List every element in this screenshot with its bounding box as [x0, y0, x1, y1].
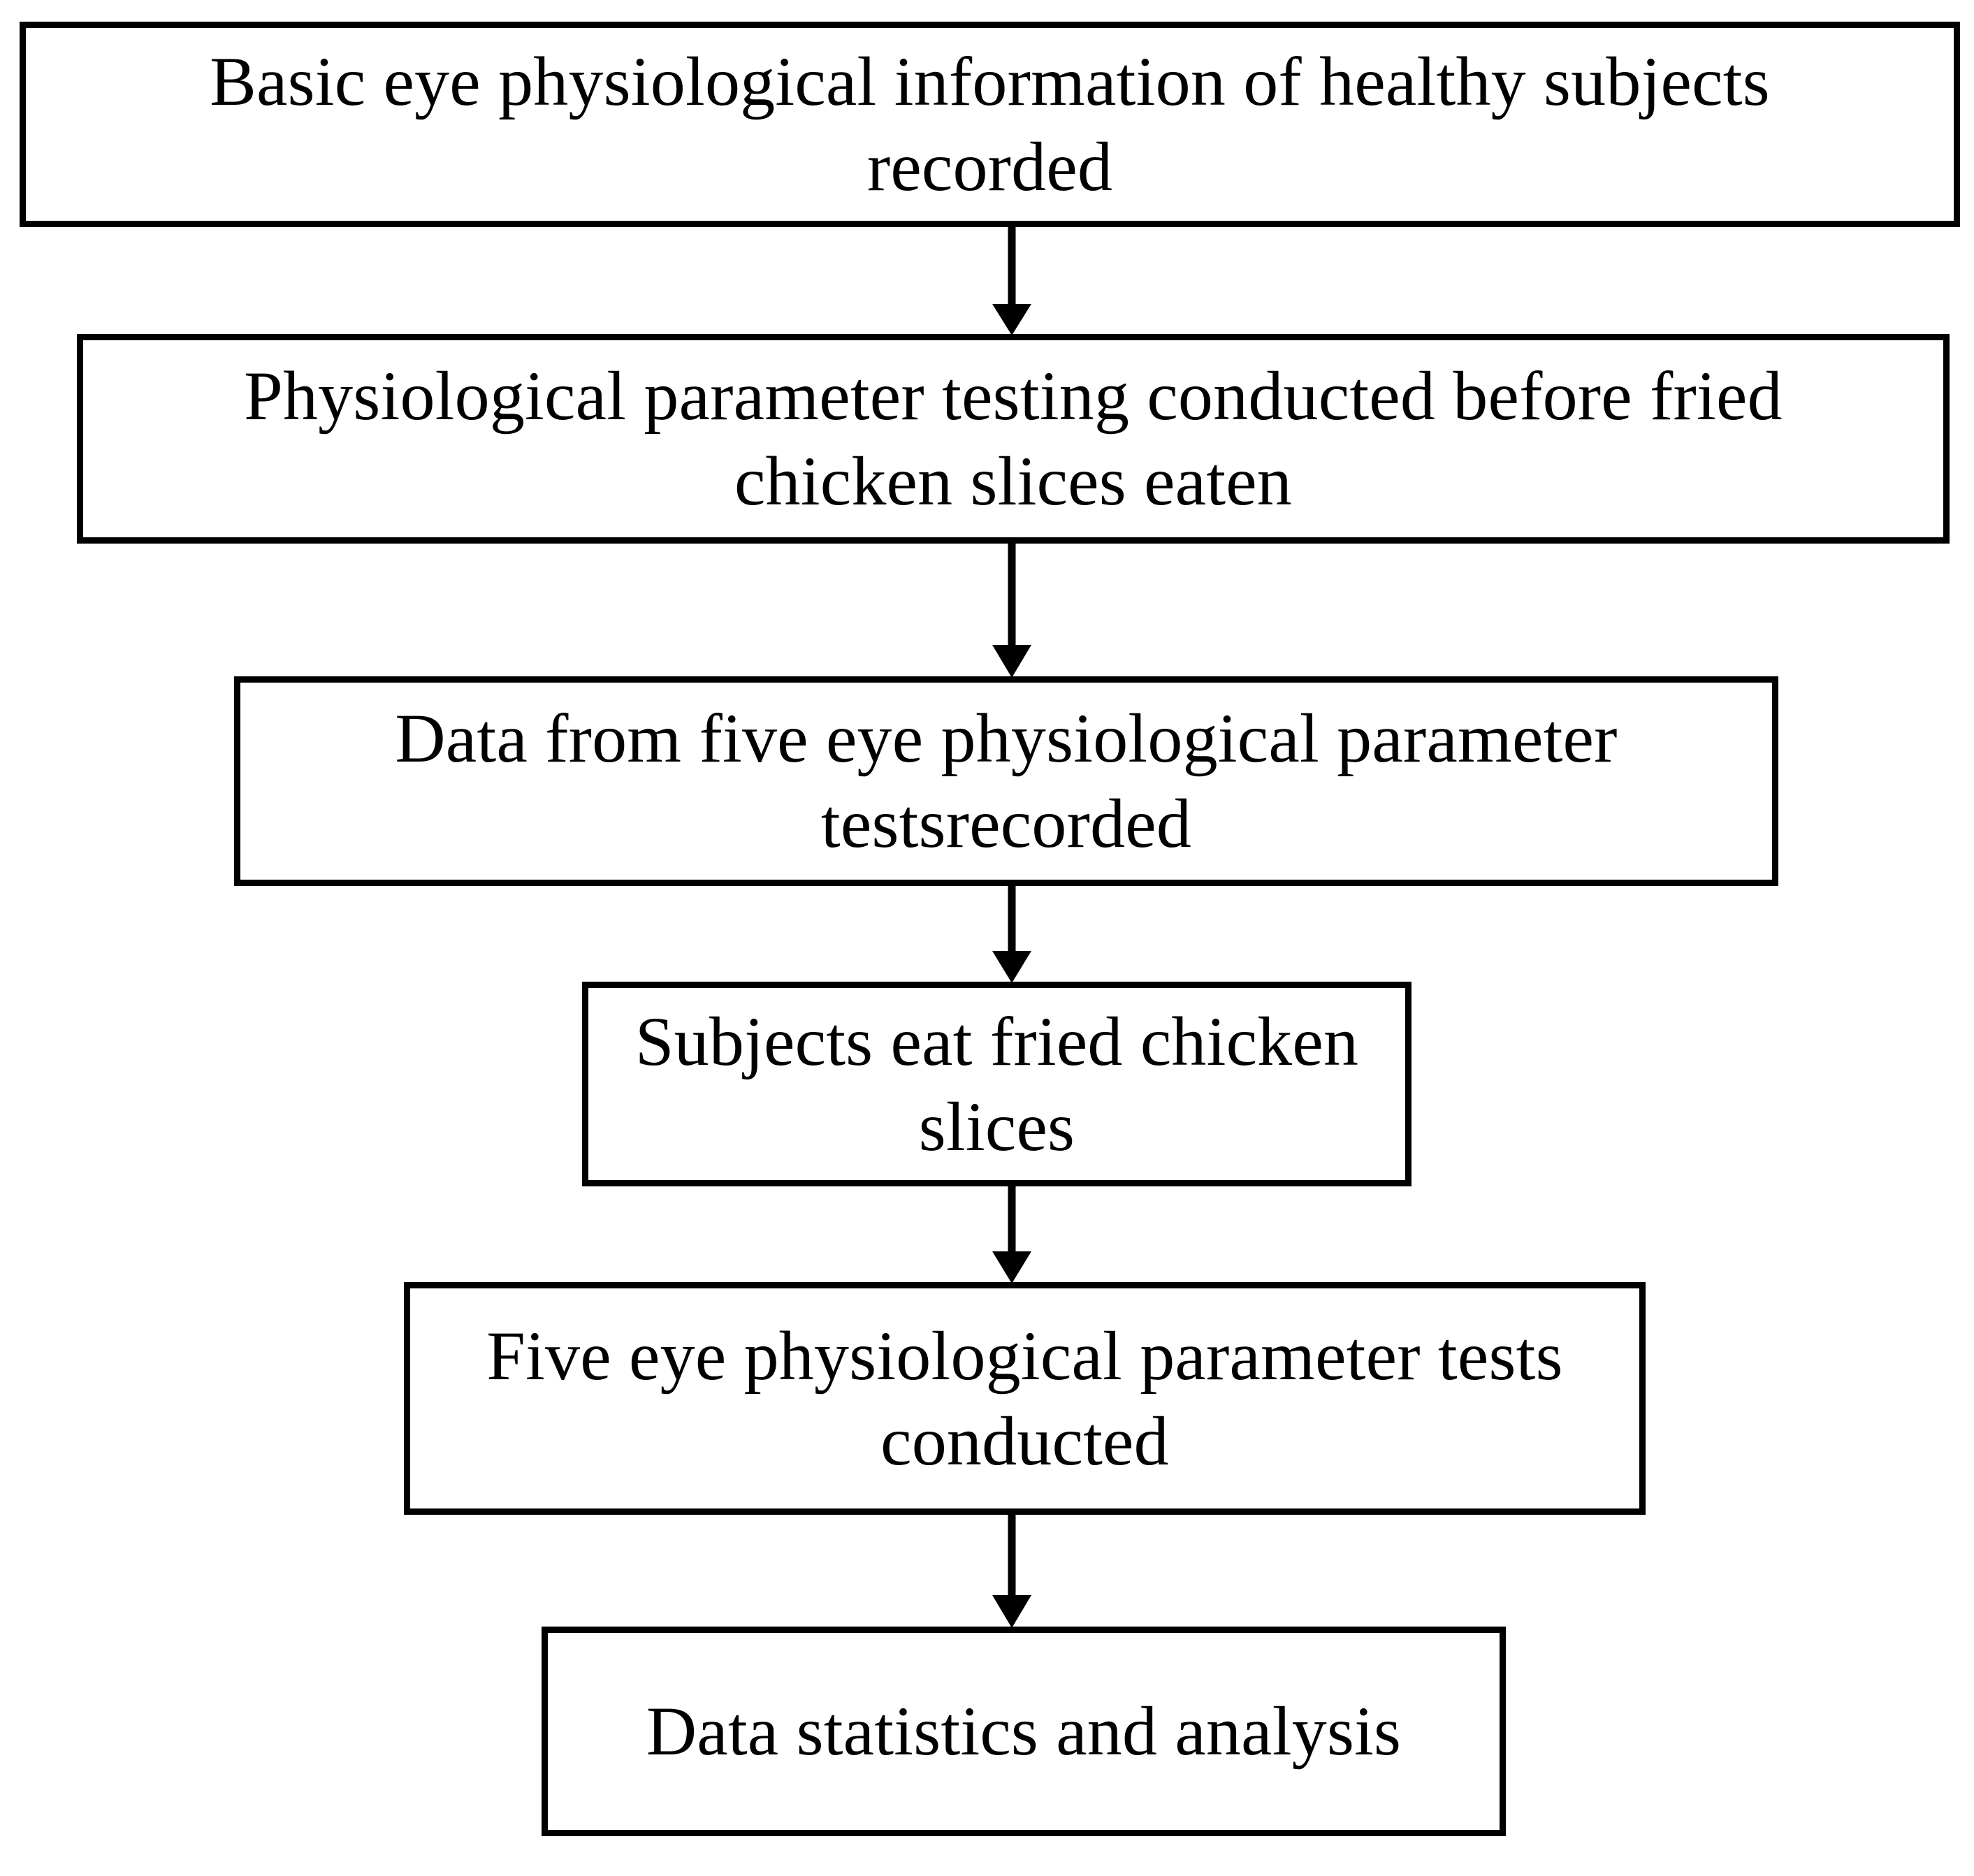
- flow-arrow-1-to-2: [975, 227, 1048, 335]
- flow-node-pre-test: Physiological parameter testing conducte…: [77, 334, 1950, 544]
- flow-node-label: Data statistics and analysis: [646, 1692, 1402, 1770]
- flow-arrow-5-to-6: [975, 1515, 1048, 1628]
- flow-arrow-3-to-4: [975, 886, 1048, 983]
- flow-node-eat-chicken: Subjects eat fried chicken slices: [582, 982, 1411, 1186]
- flow-node-label: Data from five eye physiological paramet…: [395, 699, 1618, 862]
- flow-node-label: Basic eye physiological information of h…: [210, 43, 1770, 205]
- flow-node-data-recorded: Data from five eye physiological paramet…: [234, 676, 1778, 886]
- flow-node-label: Subjects eat fried chicken slices: [634, 1002, 1359, 1165]
- flow-arrow-2-to-3: [975, 544, 1048, 678]
- flow-node-data-analysis: Data statistics and analysis: [542, 1627, 1506, 1836]
- flow-node-basic-eye-info: Basic eye physiological information of h…: [20, 22, 1960, 227]
- flow-node-label: Five eye physiological parameter tests c…: [486, 1316, 1563, 1480]
- flow-node-label: Physiological parameter testing conducte…: [244, 357, 1783, 520]
- flow-arrow-4-to-5: [975, 1186, 1048, 1284]
- flow-node-post-tests: Five eye physiological parameter tests c…: [404, 1282, 1646, 1515]
